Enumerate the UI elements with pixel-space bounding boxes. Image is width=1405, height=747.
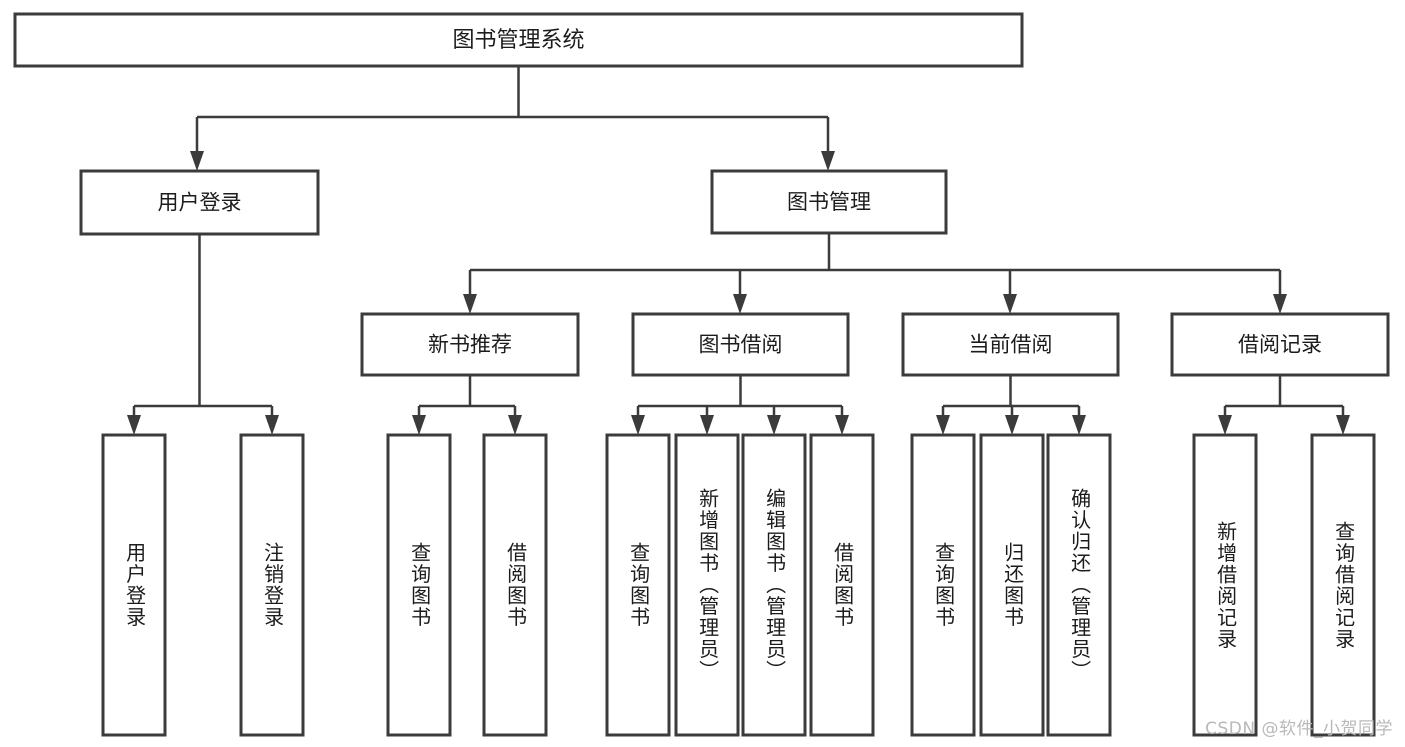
leaf-box-borrow-book-1	[482, 433, 548, 737]
watermark: CSDN @软件_小贺同学	[1205, 719, 1393, 739]
leaf-box-edit-book-admin	[741, 433, 807, 737]
leaf-box-query-borrow-record	[1310, 433, 1376, 737]
leaf-box-user-login-do	[101, 433, 167, 737]
node-label-user-login: 用户登录	[158, 191, 242, 215]
leaf-box-return-book	[979, 433, 1045, 737]
box-layer	[13, 12, 1390, 737]
leaf-box-query-book-1	[386, 433, 452, 737]
leaf-box-query-book-2	[605, 433, 671, 737]
connector-layer	[127, 66, 1350, 435]
leaf-box-user-logout	[239, 433, 305, 737]
node-box-user-login	[79, 169, 320, 236]
leaf-box-add-book-admin	[674, 433, 740, 737]
leaf-box-query-book-3	[910, 433, 976, 737]
node-box-book-manage	[710, 169, 948, 235]
node-label-new-book-recommend: 新书推荐	[428, 333, 512, 357]
leaf-box-confirm-return-admin	[1046, 433, 1112, 737]
node-box-root	[13, 12, 1024, 68]
leaf-box-add-borrow-record	[1192, 433, 1258, 737]
leaf-box-borrow-book-2	[809, 433, 875, 737]
node-box-current-borrow	[901, 312, 1120, 377]
node-label-book-borrow: 图书借阅	[699, 333, 783, 357]
node-box-new-book-recommend	[360, 312, 580, 377]
node-label-borrow-record: 借阅记录	[1238, 333, 1322, 357]
node-box-book-borrow	[631, 312, 850, 377]
node-label-book-manage: 图书管理	[787, 190, 871, 214]
node-label-root: 图书管理系统	[452, 28, 584, 53]
node-box-borrow-record	[1170, 312, 1390, 377]
node-label-current-borrow: 当前借阅	[969, 333, 1053, 357]
